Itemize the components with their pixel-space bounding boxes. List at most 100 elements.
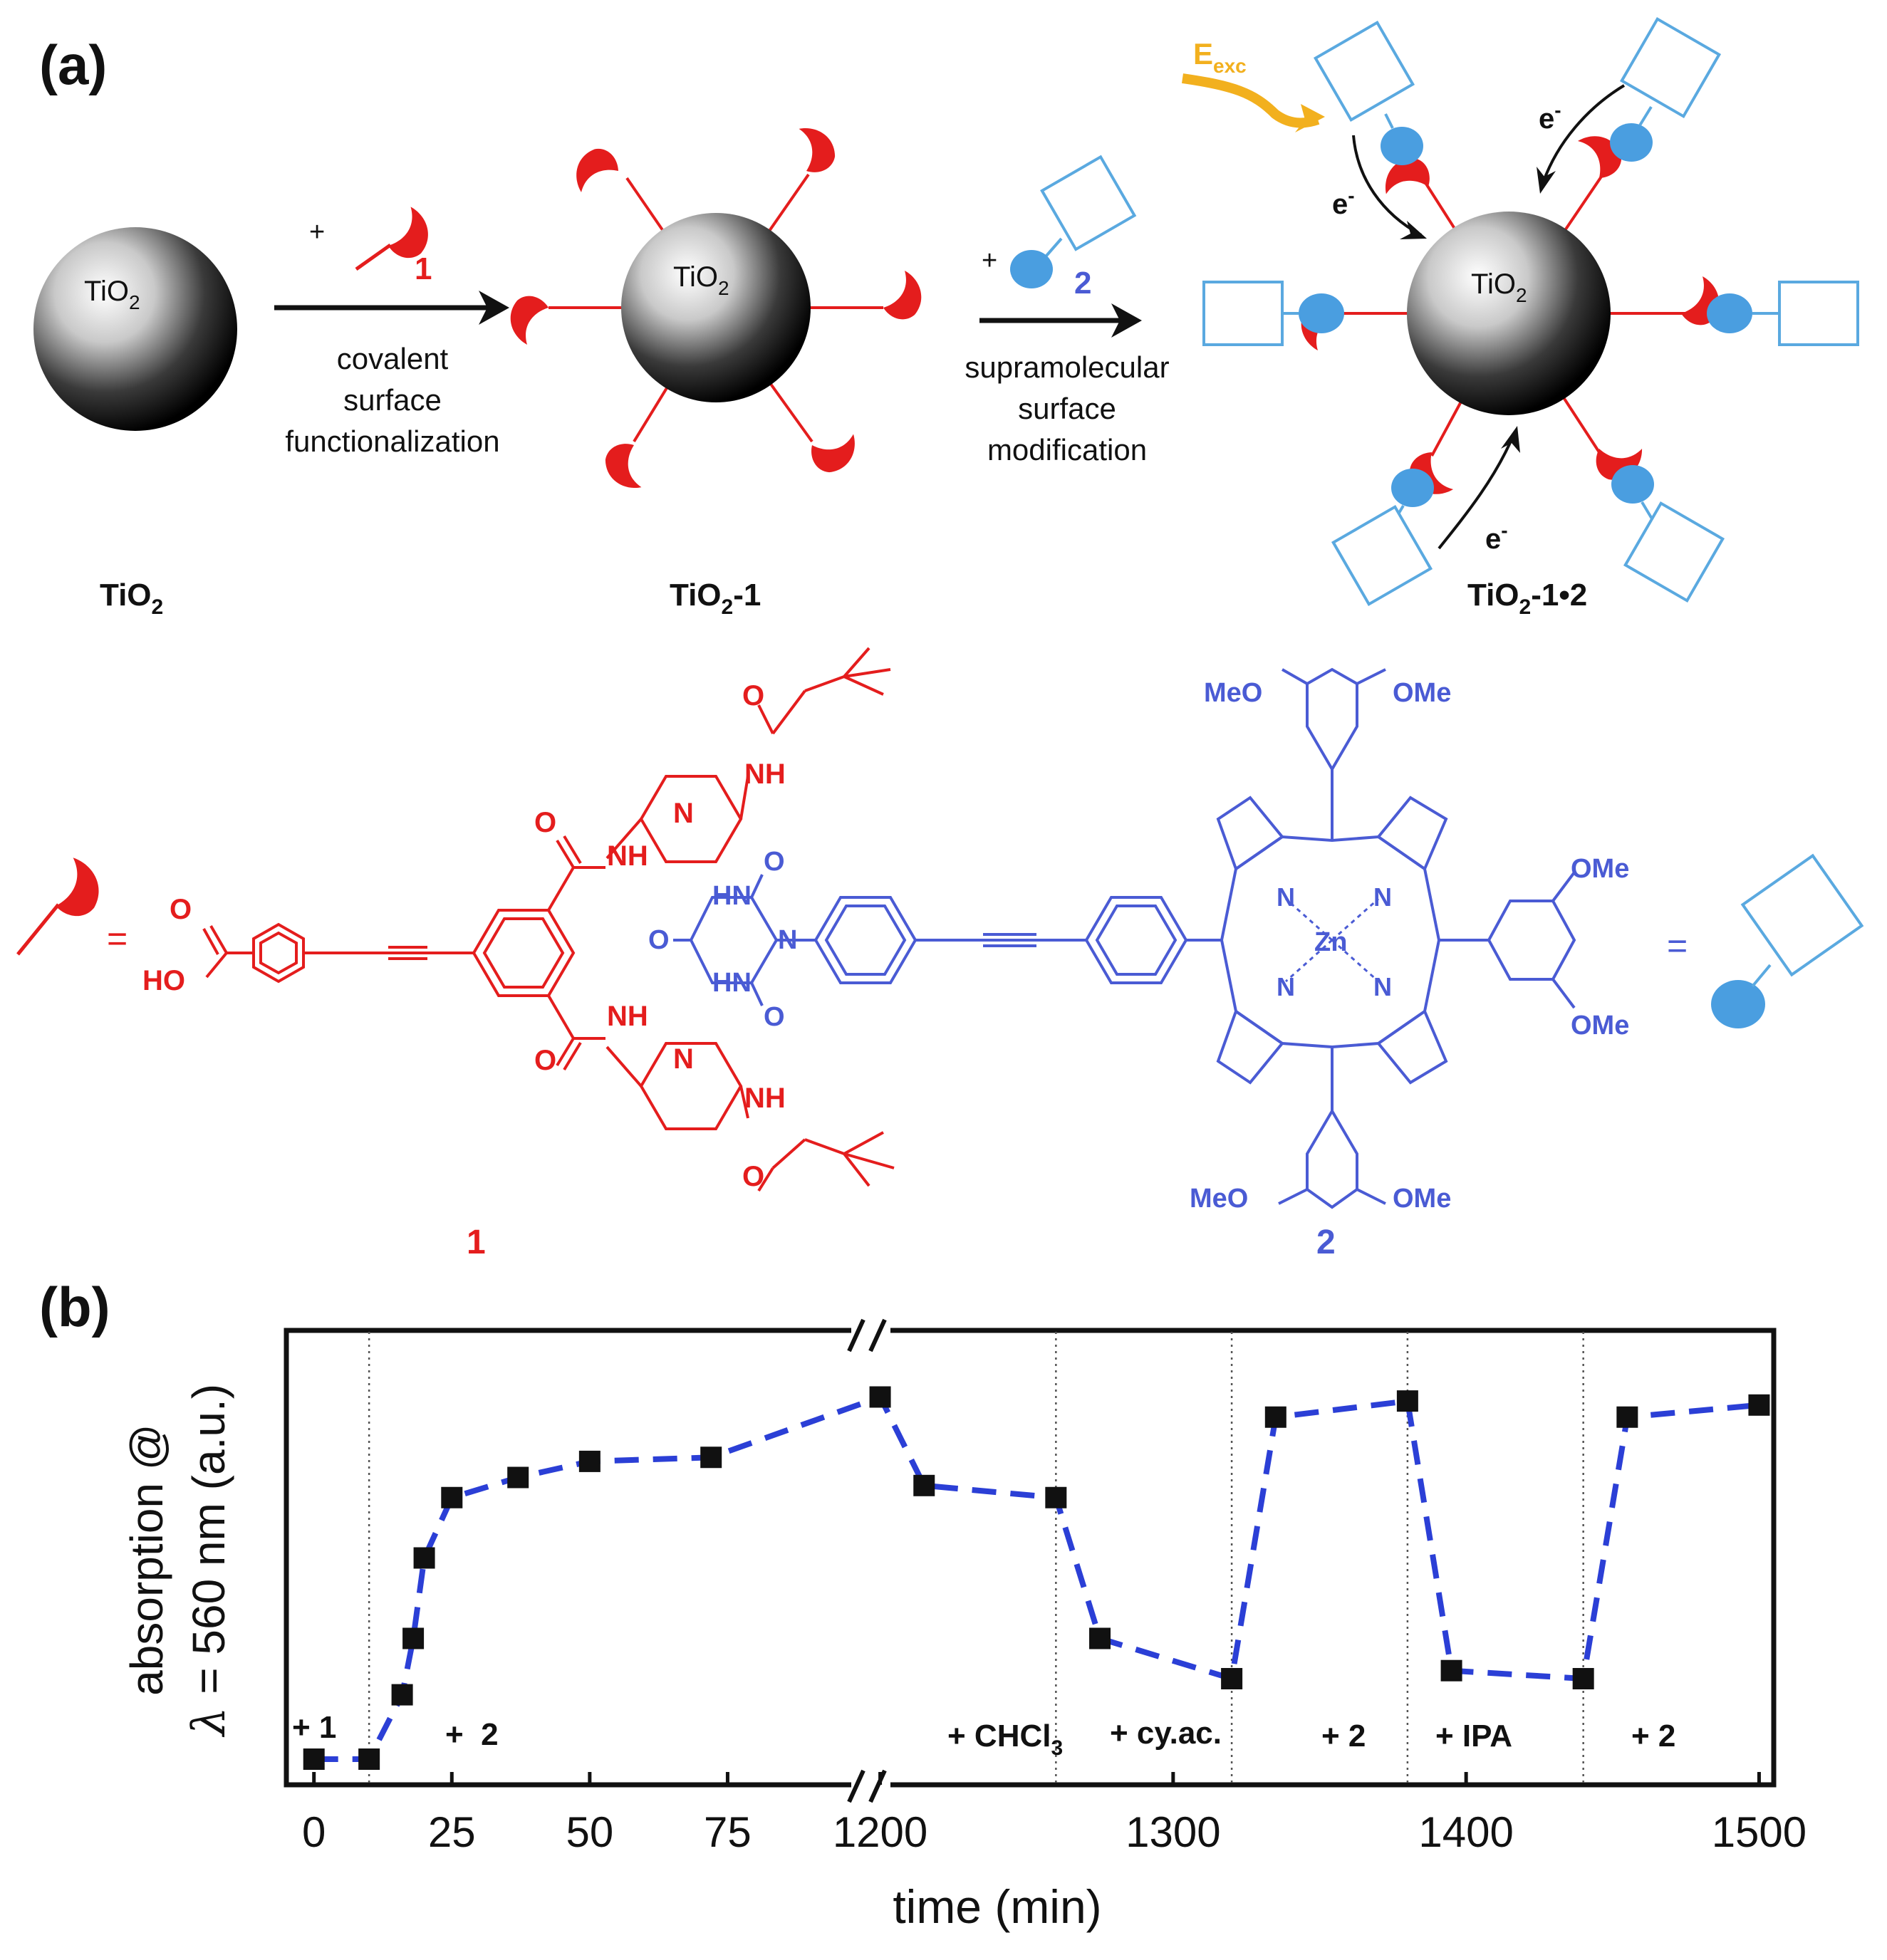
data-point	[358, 1748, 380, 1770]
tio2-1-2-name: TiO2-1•2	[1467, 578, 1587, 619]
svg-text:OMe: OMe	[1393, 678, 1451, 708]
svg-text:NH: NH	[744, 1083, 786, 1114]
data-point	[1616, 1406, 1638, 1428]
x-tick-label: 75	[704, 1808, 752, 1856]
data-point	[1045, 1486, 1067, 1508]
tio2-1-name: TiO2-1	[670, 578, 761, 619]
svg-text:O: O	[648, 925, 670, 955]
step1-line-2: surface	[343, 383, 442, 417]
svg-text:OMe: OMe	[1571, 854, 1629, 884]
data-point	[391, 1684, 413, 1706]
step2-line-3: modification	[987, 433, 1147, 466]
svg-text:O: O	[742, 680, 764, 711]
svg-text:O: O	[534, 807, 556, 838]
data-point	[869, 1386, 891, 1408]
annotation-cyac: + cy.ac.	[1110, 1716, 1222, 1751]
plot-frame	[284, 1328, 1777, 1788]
svg-text:O: O	[764, 847, 785, 877]
annotation-plus-2a: + 2	[445, 1717, 499, 1752]
molecule-2: HN O O N HN O N N N N Zn MeO OMe OMe OMe…	[648, 667, 1629, 1214]
svg-text:HN: HN	[712, 881, 752, 911]
equals-2: =	[1667, 926, 1688, 966]
x-tick-label: 1500	[1712, 1808, 1807, 1856]
data-point	[1396, 1390, 1418, 1412]
step1-line-1: covalent	[337, 342, 449, 375]
data-point	[1572, 1668, 1594, 1689]
panel-a-label: (a)	[39, 33, 107, 96]
electron-label-3: e-	[1485, 519, 1508, 555]
data-point	[507, 1466, 529, 1489]
panel-b-label: (b)	[39, 1276, 110, 1338]
svg-text:OMe: OMe	[1571, 1011, 1629, 1041]
x-ticks	[312, 1772, 1761, 1785]
svg-text:N: N	[1373, 882, 1392, 912]
svg-text:O: O	[742, 1161, 764, 1192]
y-axis-title-line2: λ = 560 nm (a.u.)	[183, 1384, 236, 1738]
molecule-1-label: 1	[467, 1224, 486, 1261]
data-point	[913, 1474, 935, 1496]
svg-text:HN: HN	[712, 968, 752, 998]
step1-reagent: 1	[415, 251, 432, 286]
annotation-plus-2b: + 2	[1321, 1719, 1366, 1753]
data-point	[441, 1486, 463, 1508]
excitation-label: Eexc	[1193, 37, 1247, 77]
data-point	[303, 1748, 325, 1770]
data-point	[578, 1450, 601, 1472]
tio2-particle: TiO2	[33, 227, 237, 431]
step2-line-1: supramolecular	[965, 350, 1169, 384]
step2-reagent: 2	[1074, 266, 1091, 301]
axis-break-bottom	[847, 1769, 890, 1803]
svg-text:N: N	[1373, 972, 1392, 1001]
svg-text:TiO2: TiO2	[84, 276, 140, 313]
x-axis-title: time (min)	[893, 1880, 1101, 1933]
electron-transfer-arrows	[1352, 84, 1626, 550]
svg-text:O: O	[534, 1045, 556, 1076]
step1-line-3: functionalization	[285, 424, 499, 458]
step2-plus: +	[982, 246, 997, 276]
data-point	[402, 1627, 425, 1649]
svg-text:N: N	[1277, 972, 1295, 1001]
svg-text:TiO2: TiO2	[1471, 269, 1527, 306]
annotation-plus-2c: + 2	[1631, 1719, 1675, 1753]
step1-arrow	[274, 291, 509, 325]
step2-line-2: surface	[1018, 392, 1116, 425]
data-point	[1748, 1394, 1770, 1416]
svg-text:MeO: MeO	[1204, 678, 1262, 708]
svg-text:Zn: Zn	[1314, 927, 1347, 957]
svg-text:N: N	[1277, 882, 1295, 912]
svg-text:NH: NH	[607, 840, 648, 872]
data-point	[413, 1547, 435, 1569]
annotation-ipa: + IPA	[1435, 1719, 1512, 1753]
step1-plus: +	[309, 217, 325, 247]
data-points	[303, 1386, 1770, 1770]
svg-text:HO: HO	[142, 965, 185, 996]
svg-text:NH: NH	[607, 1001, 648, 1032]
data-point	[700, 1446, 722, 1469]
series-line	[313, 1393, 1759, 1762]
step2-arrow	[979, 303, 1142, 338]
step2-porphyrin-icon	[1010, 155, 1137, 288]
data-point	[1440, 1659, 1462, 1682]
x-tick-label: 1200	[833, 1808, 927, 1856]
svg-text:TiO2: TiO2	[673, 261, 729, 299]
data-point	[1089, 1627, 1111, 1649]
svg-text:N: N	[778, 925, 797, 955]
electron-label-1: e-	[1332, 184, 1355, 220]
data-point	[1221, 1668, 1243, 1689]
step1-hook-icon	[355, 207, 428, 271]
svg-text:O: O	[170, 894, 192, 925]
svg-text:OMe: OMe	[1393, 1184, 1451, 1214]
x-tick-label: 0	[302, 1808, 326, 1856]
annotation-plus-1: + 1	[292, 1710, 336, 1745]
annotation-chcl3: + CHCl3	[947, 1719, 1063, 1760]
x-tick-label: 1400	[1418, 1808, 1513, 1856]
x-tick-label: 25	[428, 1808, 476, 1856]
electron-label-2: e-	[1539, 99, 1561, 135]
x-tick-label: 1300	[1126, 1808, 1220, 1856]
svg-text:NH: NH	[744, 759, 786, 790]
y-axis-title-line1: absorption @	[121, 1424, 172, 1696]
event-lines	[368, 1332, 1584, 1783]
equals-1: =	[107, 919, 128, 959]
molecule-1: O HO O NH N NH O O NH N NH O	[142, 647, 895, 1192]
